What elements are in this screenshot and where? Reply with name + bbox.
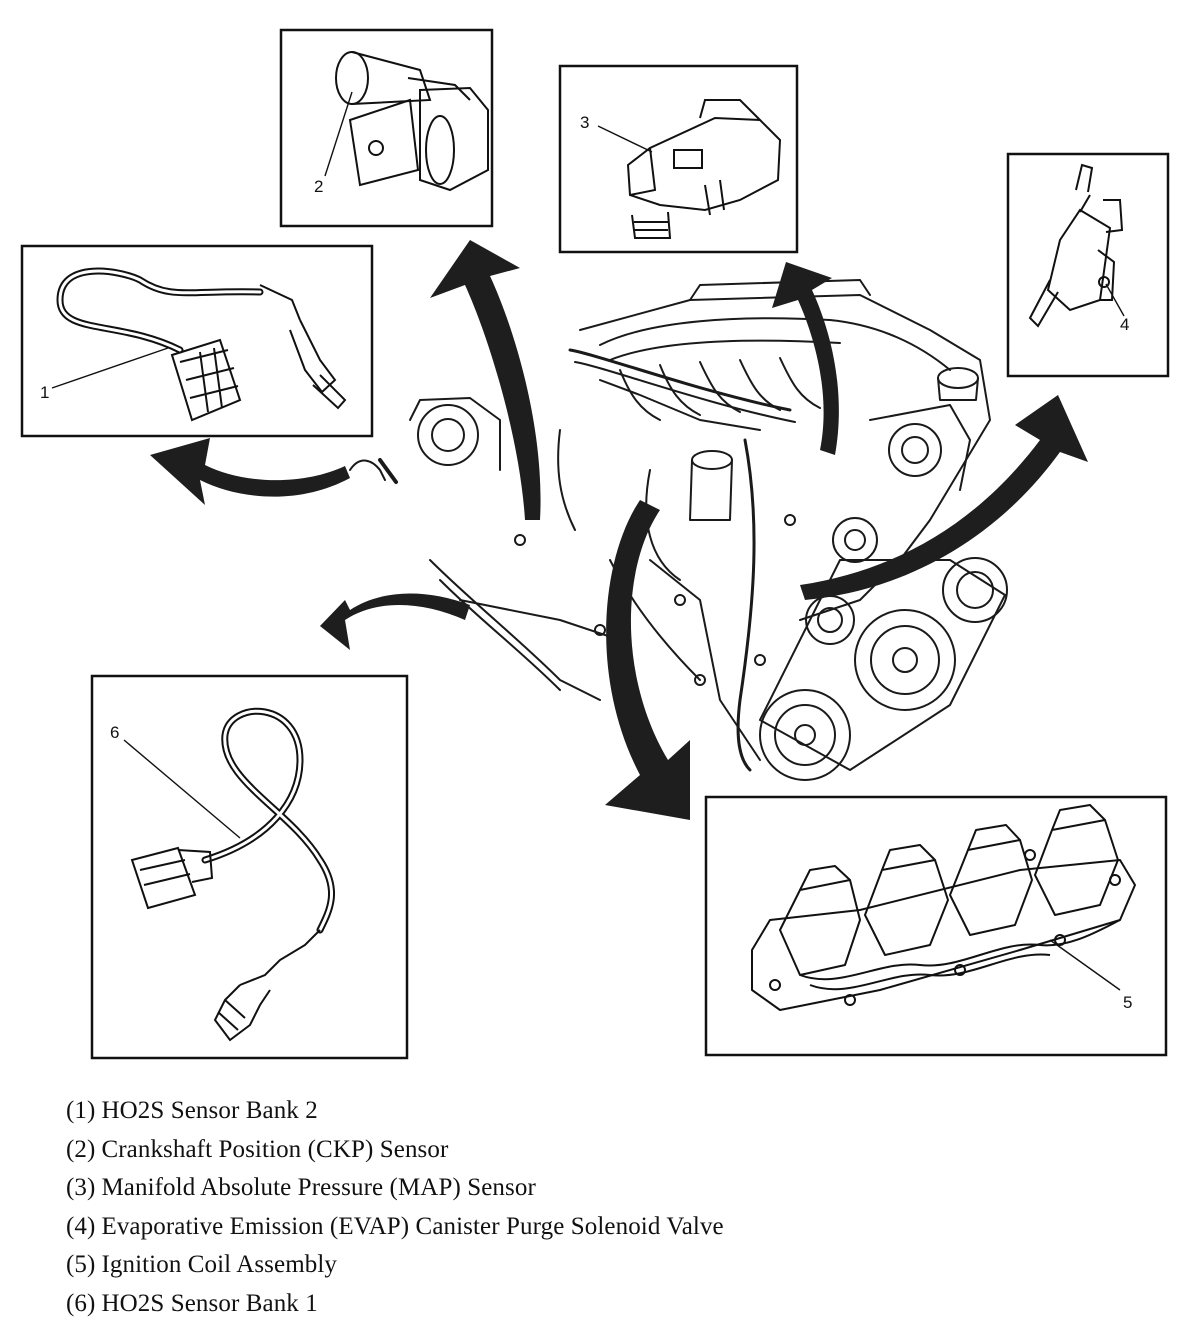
ho2s-bank1-inset: 6 xyxy=(90,674,409,1060)
callout-2: 2 xyxy=(314,177,323,196)
callout-4: 4 xyxy=(1120,315,1129,334)
arrow-to-ho2s-bank1 xyxy=(320,593,470,650)
engine-illustration xyxy=(349,279,1008,781)
arrow-to-ckp-sensor xyxy=(430,240,541,520)
legend-item: (3)Manifold Absolute Pressure (MAP) Sens… xyxy=(66,1174,536,1202)
engine-sensor-diagram: 2 3 4 xyxy=(20,28,1170,1060)
arrow-to-evap-valve xyxy=(800,395,1088,600)
pointer-arrows xyxy=(150,240,1088,820)
evap-valve-inset: 4 xyxy=(1006,152,1170,378)
ckp-sensor-inset: 2 xyxy=(279,28,494,228)
map-sensor-inset: 3 xyxy=(558,64,799,254)
callout-3: 3 xyxy=(580,113,589,132)
arrow-to-map-sensor xyxy=(772,262,839,455)
legend-item: (2)Crankshaft Position (CKP) Sensor xyxy=(66,1135,449,1163)
arrow-to-ignition-coil xyxy=(605,500,690,820)
legend-item: (6)HO2S Sensor Bank 1 xyxy=(66,1289,318,1317)
ignition-coil-inset: 5 xyxy=(704,795,1168,1057)
callout-5: 5 xyxy=(1123,993,1132,1012)
callout-6: 6 xyxy=(110,723,119,742)
callout-1: 1 xyxy=(40,383,49,402)
legend-item: (4)Evaporative Emission (EVAP) Canister … xyxy=(66,1212,724,1240)
legend-item: (5)Ignition Coil Assembly xyxy=(66,1251,338,1279)
legend-item: (1)HO2S Sensor Bank 2 xyxy=(66,1097,318,1124)
ho2s-bank2-inset: 1 xyxy=(20,244,374,438)
arrow-to-ho2s-bank2 xyxy=(150,438,350,505)
parts-legend: (1)HO2S Sensor Bank 2 (2)Crankshaft Posi… xyxy=(66,1092,724,1324)
